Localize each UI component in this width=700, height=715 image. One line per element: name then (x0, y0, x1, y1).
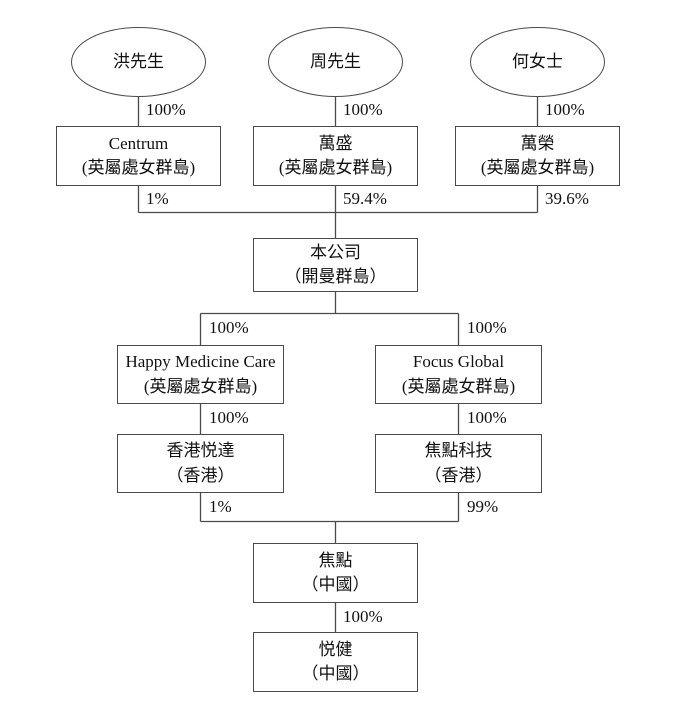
ownership-pct-label: 100% (209, 318, 249, 337)
company-box-focus-technology: 焦點科技 （香港） (375, 434, 542, 493)
company-name: 萬盛 (318, 133, 353, 153)
ownership-pct-label: 99% (467, 497, 499, 516)
company-jurisdiction: （香港） (424, 465, 493, 485)
company-jurisdiction: （中國） (301, 575, 370, 594)
company-name: 焦點科技 (424, 441, 493, 461)
company-box-hk-yue-tat: 香港悦達 （香港） (117, 434, 284, 493)
ownership-pct-label: 1% (209, 497, 232, 516)
company-name: 香港悦達 (166, 441, 235, 461)
company-box-yue-kin: 悦健 （中國） (253, 632, 418, 692)
company-name: Happy Medicine Care (125, 352, 276, 372)
ownership-pct-label: 100% (467, 408, 507, 427)
ownership-pct-label: 1% (146, 189, 169, 208)
company-box-focus-global: Focus Global (英屬處女群島) (375, 345, 542, 404)
company-jurisdiction: (英屬處女群島) (278, 158, 393, 177)
company-jurisdiction: (英屬處女群島) (81, 158, 196, 177)
company-box-happy-medicine-care: Happy Medicine Care (英屬處女群島) (117, 345, 284, 404)
ownership-pct-label: 39.6% (545, 189, 589, 208)
ownership-pct-label: 100% (545, 100, 585, 119)
company-name: 萬榮 (520, 133, 555, 153)
company-box-wan-shing: 萬盛 (英屬處女群島) (253, 126, 418, 186)
company-name: 本公司 (310, 242, 361, 262)
ownership-pct-label: 100% (343, 100, 383, 119)
ownership-pct-label: 100% (467, 318, 507, 337)
shareholder-name: 何女士 (512, 51, 563, 71)
ownership-pct-label: 100% (343, 607, 383, 626)
company-name: 焦點 (318, 550, 353, 570)
shareholder-name: 洪先生 (113, 51, 164, 71)
company-jurisdiction: （香港） (166, 465, 235, 485)
shareholder-ellipse-mr-hung: 洪先生 (71, 27, 206, 97)
company-box-wan-wing: 萬榮 (英屬處女群島) (455, 126, 620, 186)
company-box-the-company: 本公司 （開曼群島） (253, 238, 418, 292)
shareholder-name: 周先生 (310, 51, 361, 71)
company-jurisdiction: (英屬處女群島) (480, 158, 595, 177)
company-name: Centrum (108, 133, 169, 153)
shareholder-ellipse-mr-chau: 周先生 (268, 27, 403, 97)
company-name: Focus Global (412, 352, 505, 372)
company-jurisdiction: （開曼群島） (284, 267, 387, 286)
company-box-focus-prc: 焦點 （中國） (253, 543, 418, 603)
ownership-pct-label: 100% (146, 100, 186, 119)
ownership-pct-label: 59.4% (343, 189, 387, 208)
shareholder-ellipse-ms-ho: 何女士 (470, 27, 605, 97)
company-name: 悦健 (318, 639, 353, 659)
company-jurisdiction: (英屬處女群島) (401, 376, 516, 396)
ownership-pct-label: 100% (209, 408, 249, 427)
company-jurisdiction: (英屬處女群島) (143, 376, 258, 396)
company-jurisdiction: （中國） (301, 664, 370, 683)
company-box-centrum: Centrum (英屬處女群島) (56, 126, 221, 186)
